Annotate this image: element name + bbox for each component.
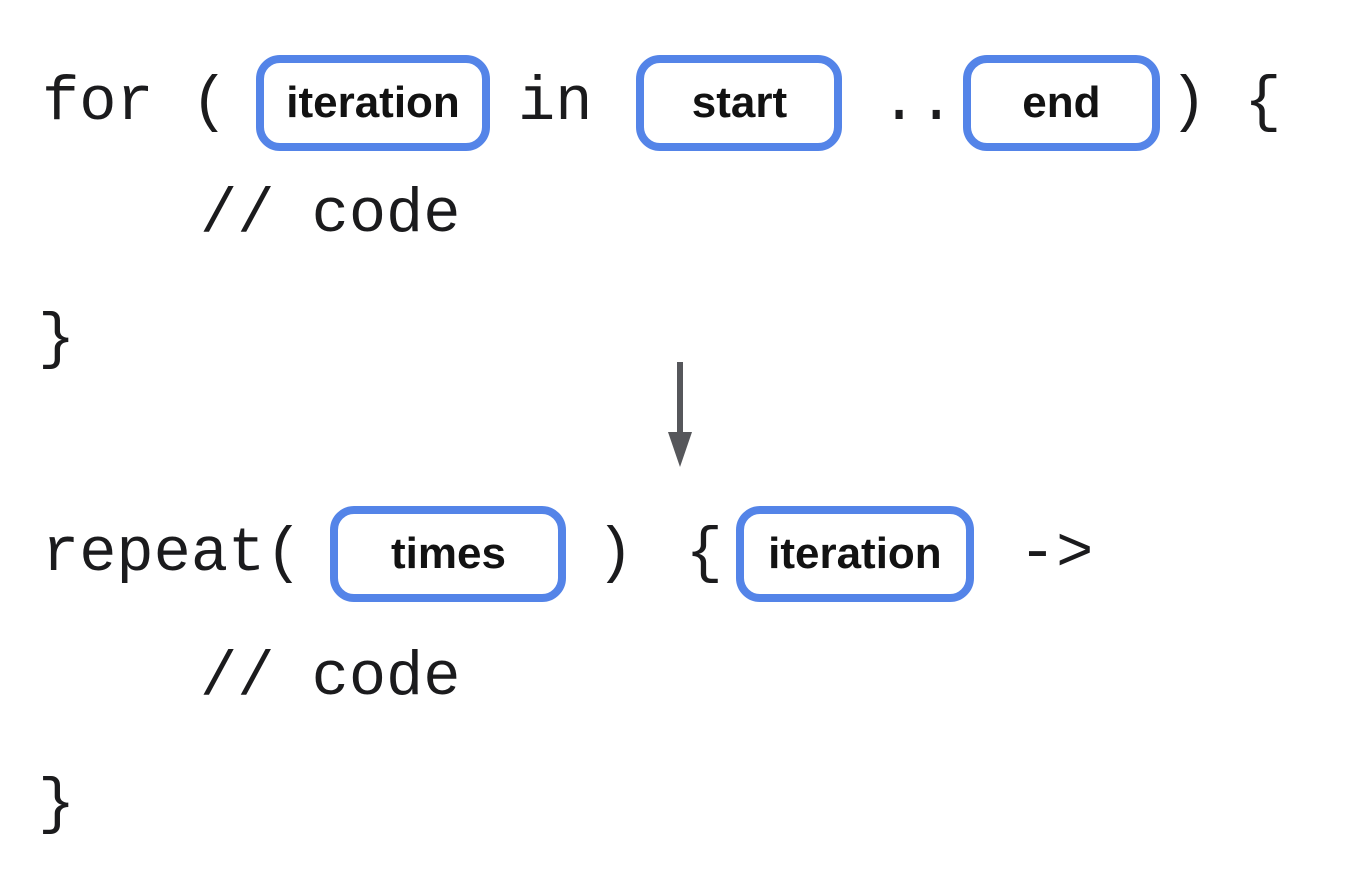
lambda-arrow: -> bbox=[1018, 518, 1094, 589]
repeat-open-brace: { bbox=[685, 518, 723, 589]
for-loop-body-line: // code bbox=[200, 167, 460, 263]
repeat-close-paren: ) bbox=[596, 518, 634, 589]
closing-brace: } bbox=[38, 304, 76, 375]
code-comment: // code bbox=[200, 642, 461, 713]
for-loop-signature-line: for ( iteration in start .. end ) { bbox=[42, 55, 1282, 151]
repeat-closing-line: } bbox=[38, 757, 75, 853]
start-slot: start bbox=[636, 55, 843, 151]
for-loop-closing-line: } bbox=[38, 292, 75, 388]
iteration-slot: iteration bbox=[256, 55, 491, 151]
repeat-body-line: // code bbox=[200, 630, 460, 726]
in-keyword: in bbox=[518, 67, 593, 138]
repeat-signature-line: repeat( times ) { iteration -> bbox=[42, 506, 1093, 602]
range-operator: .. bbox=[880, 67, 955, 138]
for-keyword: for ( bbox=[42, 67, 229, 138]
for-close-paren-open-brace: ) { bbox=[1169, 67, 1282, 138]
times-slot: times bbox=[330, 506, 567, 602]
end-slot: end bbox=[962, 55, 1160, 151]
iteration-slot: iteration bbox=[735, 506, 974, 602]
repeat-keyword: repeat( bbox=[42, 518, 303, 589]
code-comment: // code bbox=[200, 179, 461, 250]
down-arrow-icon bbox=[664, 360, 696, 470]
closing-brace: } bbox=[38, 769, 76, 840]
